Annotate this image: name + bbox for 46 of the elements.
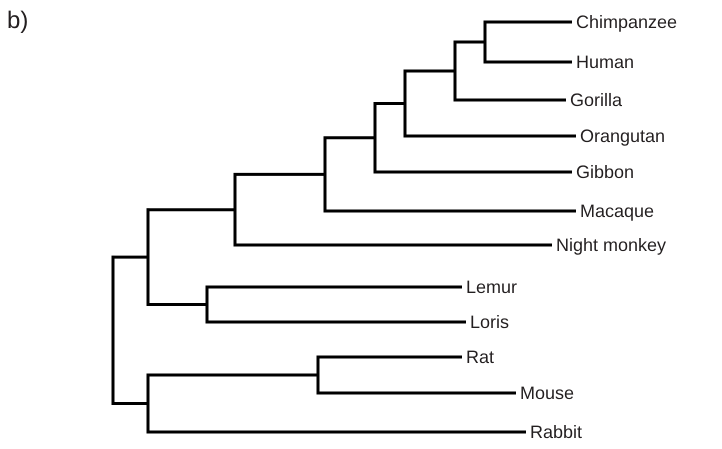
taxon-label: Gorilla bbox=[566, 90, 622, 110]
tree-branch-line bbox=[326, 210, 576, 212]
tree-branch-line bbox=[236, 244, 552, 246]
tree-branch-line bbox=[208, 286, 462, 288]
clade-branch-bar bbox=[316, 356, 320, 394]
clade-branch-bar bbox=[374, 102, 376, 174]
tree-branch-line bbox=[376, 170, 572, 174]
tree-branch-line bbox=[406, 70, 454, 72]
tree-branch-line bbox=[456, 98, 566, 102]
tree-branch-line bbox=[456, 40, 484, 44]
tree-branch-line bbox=[236, 172, 324, 176]
clade-branch-bar bbox=[454, 40, 456, 102]
tree-branch-line bbox=[486, 60, 572, 64]
clade-branch-bar bbox=[146, 374, 150, 434]
taxon-label: Macaque bbox=[576, 201, 654, 221]
tree-branch-line bbox=[114, 402, 146, 405]
tree-branch-line bbox=[406, 134, 576, 138]
clade-branch-bar bbox=[112, 256, 114, 405]
clade-branch-bar bbox=[146, 208, 150, 306]
tree-branch-line bbox=[150, 374, 316, 376]
panel-letter: b) bbox=[7, 8, 28, 34]
taxon-label: Rat bbox=[462, 347, 494, 367]
clade-branch-bar bbox=[324, 136, 326, 212]
taxon-label: Human bbox=[572, 52, 634, 72]
tree-branch-line bbox=[326, 136, 374, 140]
tree-branch-line bbox=[114, 256, 146, 259]
taxon-label: Chimpanzee bbox=[572, 12, 678, 32]
taxon-label: Loris bbox=[466, 312, 510, 332]
tree-branch-line bbox=[376, 102, 404, 105]
taxon-label: Mouse bbox=[516, 383, 574, 403]
tree-branch-line bbox=[320, 392, 516, 394]
taxon-label: Rabbit bbox=[526, 422, 582, 442]
taxon-label: Gibbon bbox=[572, 162, 634, 182]
tree-branch-line bbox=[150, 303, 206, 306]
tree-branch-line bbox=[208, 320, 466, 324]
taxon-label: Night monkey bbox=[552, 235, 666, 255]
tree-branch-line bbox=[320, 356, 462, 358]
taxon-label: Orangutan bbox=[576, 126, 666, 146]
clade-branch-bar bbox=[484, 20, 486, 64]
tree-branch-line bbox=[486, 20, 572, 24]
taxon-label: Lemur bbox=[462, 277, 518, 297]
clade-branch-bar bbox=[206, 286, 208, 324]
tree-branch-line bbox=[150, 208, 234, 212]
clade-branch-bar bbox=[234, 172, 236, 246]
clade-branch-bar bbox=[404, 70, 406, 138]
tree-branch-line bbox=[150, 430, 526, 434]
